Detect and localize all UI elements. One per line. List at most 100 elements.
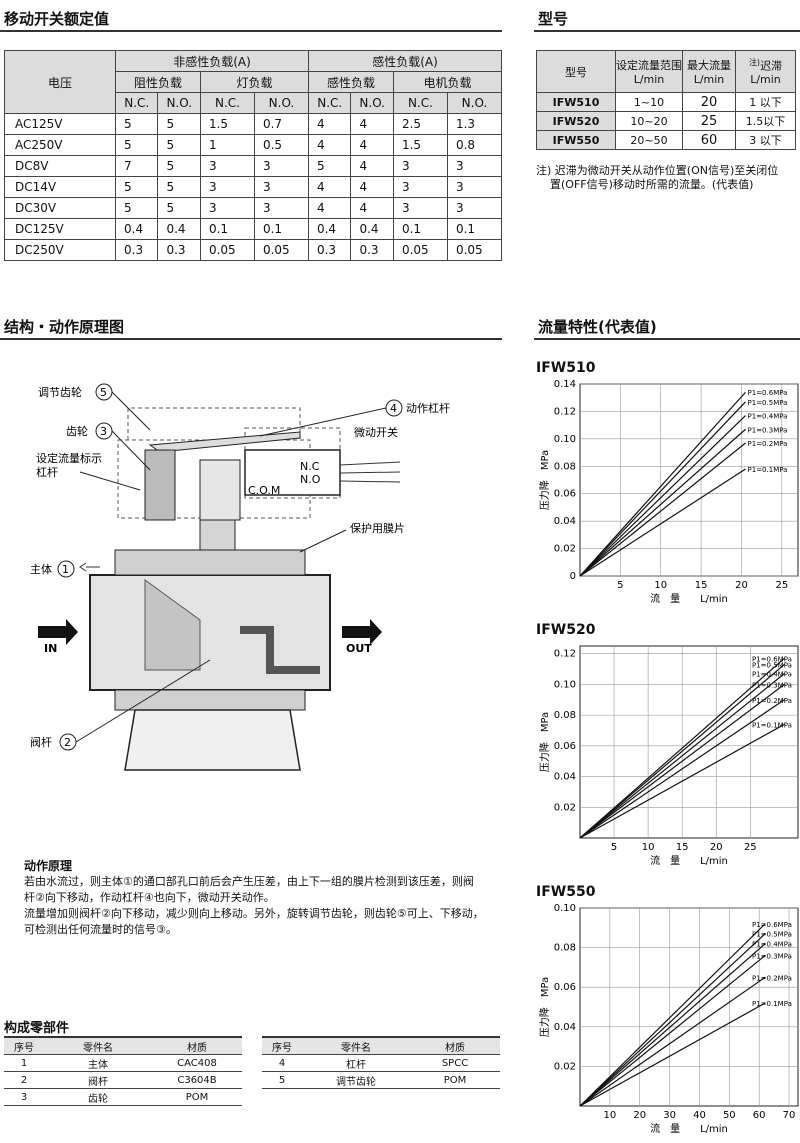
y-tick-label: 0.08	[554, 710, 576, 721]
principle-title: 动作原理	[24, 859, 73, 873]
rating-cell: 5	[307, 155, 352, 177]
rating-cell: 4	[350, 176, 394, 198]
structure-diagram: N.C N.O C.O.M IN OUT 调节齿轮 5 齿轮 3 设定流量标示 …	[30, 383, 450, 771]
structure-title: 结构・动作原理图	[4, 318, 125, 336]
part-name-cell: 杠杆	[302, 1054, 410, 1072]
rating-cell: 0.4	[114, 218, 159, 240]
model-cell: IFW510	[536, 92, 616, 112]
label-gear: 齿轮	[66, 424, 88, 438]
action-lever	[148, 431, 301, 453]
model-note-line: 注) 迟滞为微动开关从动作位置(ON信号)至关闭位	[536, 164, 779, 177]
rating-cell: 3	[392, 197, 448, 219]
series-label: P1=0.2MPa	[752, 974, 792, 982]
part-no-cell: 3	[4, 1088, 44, 1106]
rating-cell: 1	[199, 134, 255, 156]
header-max-flow: 最大流量 L/min	[682, 50, 736, 93]
rating-cell: 1.5	[199, 113, 255, 135]
y-tick-label: 0.04	[554, 772, 576, 783]
header-voltage: 电压	[4, 50, 116, 114]
series-label: P1=0.1MPa	[748, 466, 788, 474]
rating-cell: 3	[392, 155, 448, 177]
x-tick-label: 15	[695, 580, 708, 591]
x-tick-label: 15	[676, 842, 689, 853]
part-no-cell: 2	[4, 1071, 44, 1089]
header-no: N.O.	[350, 92, 394, 114]
series-label: P1=0.6MPa	[748, 389, 788, 397]
x-axis-label: 流 量 L/min	[650, 592, 728, 605]
voltage-cell: DC30V	[4, 197, 116, 219]
label-in: IN	[44, 642, 57, 655]
header-material: 材质	[152, 1036, 242, 1055]
x-tick-label: 25	[744, 842, 757, 853]
voltage-cell: DC8V	[4, 155, 116, 177]
model-note: 注) 迟滞为微动开关从动作位置(ON信号)至关闭位 置(OFF信号)移动时所需的…	[536, 164, 798, 192]
hysteresis-note-mark: 注)	[748, 57, 761, 67]
rating-cell: 5	[114, 113, 159, 135]
part-name-cell: 齿轮	[44, 1088, 152, 1106]
series-line	[579, 1002, 766, 1107]
label-no: N.O	[300, 473, 321, 486]
y-tick-label: 0.08	[554, 943, 576, 954]
series-line	[579, 391, 746, 577]
series-label: P1=0.2MPa	[748, 440, 788, 448]
rating-cell: 4	[307, 134, 352, 156]
header-nc: N.C.	[392, 92, 448, 114]
series-line	[579, 923, 766, 1107]
x-tick-label: 10	[603, 1110, 616, 1121]
series-line	[579, 933, 766, 1107]
parts-title: 构成零部件	[4, 1021, 70, 1036]
indicator-block	[199, 459, 241, 521]
rating-cell: 0.05	[392, 239, 448, 261]
rating-cell: 0.1	[392, 218, 448, 240]
series-line	[579, 723, 785, 839]
lower-cover	[124, 709, 301, 771]
hysteresis-cell: 1.5以下	[735, 111, 796, 131]
series-line	[579, 699, 785, 839]
y-tick-label: 0.10	[554, 679, 576, 690]
label-indicator: 杠杆	[36, 465, 58, 479]
label-stem: 阀杆	[30, 735, 52, 749]
rating-cell: 0.05	[446, 239, 503, 261]
y-tick-label: 0.06	[554, 982, 576, 993]
label-body: 主体	[30, 562, 52, 576]
flow-title: 流量特性(代表值)	[538, 318, 657, 336]
rating-cell: 0.1	[199, 218, 255, 240]
body-passage	[144, 579, 201, 671]
callout-number: 4	[390, 402, 397, 415]
label-out: OUT	[346, 642, 372, 655]
max-flow-cell: 20	[682, 92, 736, 112]
range-cell: 10~20	[615, 111, 683, 131]
leader-line	[79, 471, 141, 491]
series-label: P1=0.1MPa	[752, 721, 792, 729]
in-arrow-icon	[38, 619, 78, 645]
gear-assembly	[144, 449, 176, 521]
y-tick-label: 0.04	[554, 1022, 576, 1033]
rating-cell: 4	[350, 155, 394, 177]
part-name-cell: 主体	[44, 1054, 152, 1072]
header-no: 序号	[262, 1036, 302, 1055]
header-no: N.O.	[253, 92, 309, 114]
principle-line: 流量增加则阀杆②向下移动，减少则向上移动。另外，旋转调节齿轮，则齿轮⑤可上、下移…	[24, 907, 484, 920]
model-table: 型号 设定流量范围 L/min 最大流量 L/min 注)迟滞 L/min IF…	[536, 50, 796, 150]
leader-line	[259, 407, 387, 437]
series-label: P1=0.4MPa	[748, 413, 788, 421]
rating-cell: 0.05	[253, 239, 309, 261]
label-microswitch: 微动开关	[354, 425, 398, 439]
voltage-cell: AC125V	[4, 113, 116, 135]
rating-cell: 5	[157, 197, 201, 219]
y-tick-label: 0.10	[554, 903, 576, 914]
rating-cell: 3	[253, 197, 309, 219]
hysteresis-label: 迟滞 L/min	[750, 59, 783, 87]
chart-title: IFW510	[536, 360, 596, 376]
part-no-cell: 5	[262, 1071, 302, 1089]
rating-cell: 3	[199, 155, 255, 177]
chart-title: IFW520	[536, 622, 596, 638]
